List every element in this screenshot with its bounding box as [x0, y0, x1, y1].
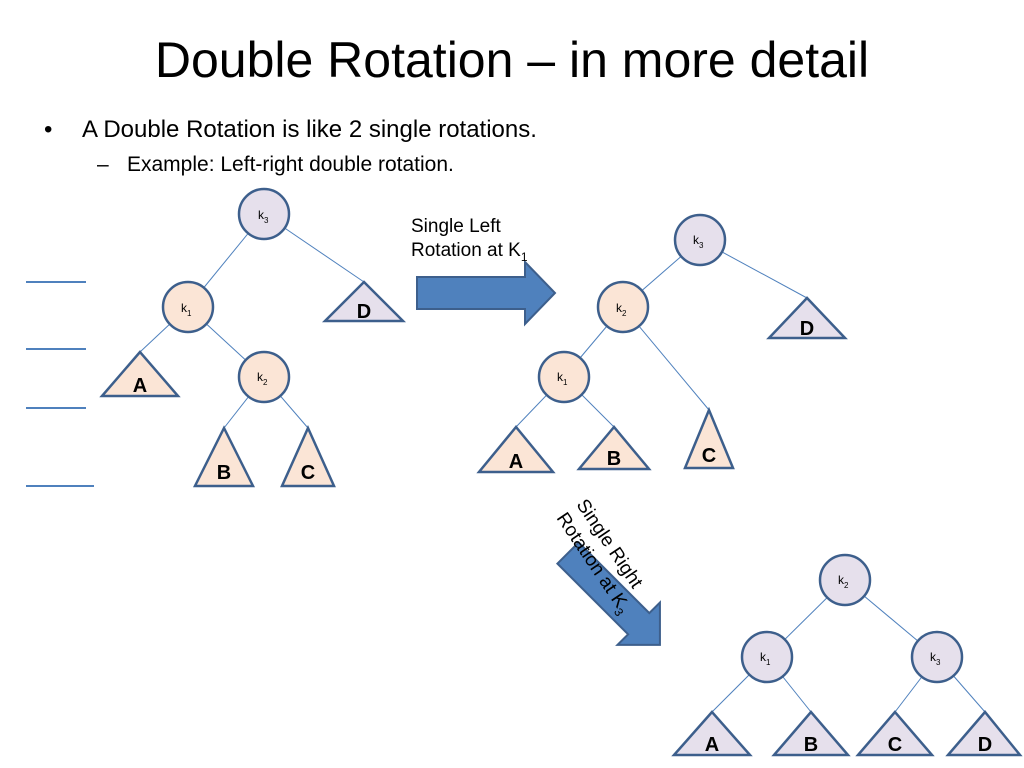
caption-subscript: 1 [520, 249, 528, 264]
arrow-down-right-icon [555, 540, 661, 646]
svg-text:B: B [607, 448, 621, 470]
node-sub: 1 [187, 309, 192, 318]
sub-bullet-mark: – [97, 153, 109, 176]
tree-node: k3 [237, 187, 291, 241]
node-letter: k [838, 573, 845, 587]
svg-text:C: C [888, 734, 902, 756]
subtree-triangle: C [280, 424, 336, 488]
node-letter: k [930, 650, 937, 664]
subtree-triangle: D [766, 296, 848, 340]
tree-original: k3 k1 k2 A B C D [99, 187, 407, 488]
node-sub: 1 [563, 378, 568, 387]
caption-single-left-rotation: Single Left Rotation at K1 [411, 215, 528, 269]
caption-line: Single Left [411, 216, 501, 237]
tree-node: k2 [818, 553, 872, 607]
subtree-triangle: B [576, 425, 652, 471]
svg-text:B: B [804, 734, 818, 756]
tree-node: k1 [537, 350, 591, 404]
svg-text:k1: k1 [181, 301, 192, 318]
node-letter: k [760, 650, 767, 664]
tree-node: k3 [673, 213, 727, 267]
svg-text:k3: k3 [693, 233, 704, 250]
node-sub: 3 [699, 241, 704, 250]
node-sub: 2 [263, 378, 268, 387]
svg-text:k2: k2 [616, 301, 627, 318]
node-sub: 3 [264, 216, 269, 225]
subtree-triangle: C [683, 406, 735, 470]
tree-after-left-rotation: k3 k2 k1 A B C D [476, 213, 848, 474]
svg-text:k1: k1 [557, 370, 568, 387]
svg-text:k2: k2 [257, 370, 268, 387]
tree-after-right-rotation: k2 k1 k3 A B C D [671, 553, 1023, 757]
svg-text:D: D [978, 734, 992, 756]
bullet-mark: • [44, 116, 53, 143]
bullet-level-1: • A Double Rotation is like 2 single rota… [44, 115, 537, 145]
bullet-text: A Double Rotation is like 2 single rotat… [82, 116, 537, 143]
node-letter: k [616, 301, 623, 315]
svg-text:D: D [357, 301, 371, 323]
svg-text:k2: k2 [838, 573, 849, 590]
caption-line: Rotation at K1 [411, 239, 528, 269]
svg-text:k3: k3 [930, 650, 941, 667]
subtree-triangle: C [855, 710, 935, 757]
tree-node: k2 [596, 280, 650, 334]
node-sub: 2 [622, 309, 627, 318]
tree-node: k1 [740, 630, 794, 684]
tree-node: k1 [161, 280, 215, 334]
node-sub: 1 [766, 658, 771, 667]
caption-text: Rotation at K [411, 240, 521, 261]
arrow-right-icon [416, 259, 557, 327]
svg-text:A: A [509, 451, 523, 473]
svg-text:k3: k3 [258, 208, 269, 225]
svg-text:k1: k1 [760, 650, 771, 667]
node-letter: k [557, 370, 564, 384]
node-letter: k [257, 370, 264, 384]
tree-node: k3 [910, 630, 964, 684]
svg-text:D: D [800, 318, 814, 340]
svg-text:C: C [301, 462, 315, 484]
svg-text:B: B [217, 462, 231, 484]
svg-text:C: C [702, 445, 716, 467]
node-sub: 2 [844, 581, 849, 590]
node-letter: k [693, 233, 700, 247]
subtree-triangle: D [945, 710, 1023, 757]
svg-text:A: A [705, 734, 719, 756]
subtree-triangle: A [671, 710, 753, 757]
bullet-level-2: –Example: Left-right double rotation. [97, 152, 454, 178]
node-letter: k [181, 301, 188, 315]
subtree-triangle: D [321, 280, 407, 323]
svg-text:A: A [133, 375, 147, 397]
subtree-triangle: B [192, 425, 256, 488]
subtree-triangle: B [771, 710, 851, 757]
subtree-triangle: A [99, 350, 181, 398]
slide-title: Double Rotation – in more detail [154, 32, 870, 88]
subtree-triangle: A [476, 425, 556, 474]
sub-bullet-text: Example: Left-right double rotation. [127, 153, 454, 176]
node-letter: k [258, 208, 265, 222]
node-sub: 3 [936, 658, 941, 667]
tree-node: k2 [237, 350, 291, 404]
